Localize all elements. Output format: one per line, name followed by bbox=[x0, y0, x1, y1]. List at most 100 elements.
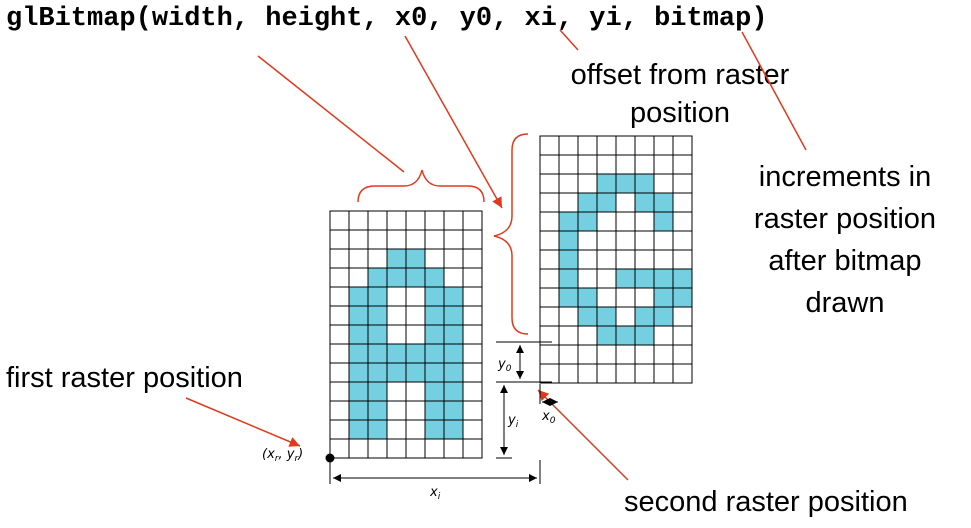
bitmap-a-cell bbox=[424, 229, 445, 250]
offset-pointer bbox=[559, 29, 579, 51]
bitmap-a-cell bbox=[367, 286, 388, 307]
bitmap-g-cell bbox=[634, 287, 655, 308]
bitmap-a-cell bbox=[348, 381, 369, 402]
bitmap-g-cell bbox=[634, 363, 655, 384]
bitmap-a-cell bbox=[386, 229, 407, 250]
bitmap-g-cell bbox=[634, 211, 655, 232]
bitmap-a-cell bbox=[367, 267, 388, 288]
bitmap-a-cell bbox=[386, 362, 407, 383]
bitmap-g-cell bbox=[653, 192, 674, 213]
bitmap-a-cell bbox=[367, 362, 388, 383]
bitmap-a-cell bbox=[462, 324, 483, 345]
bitmap-g-cell bbox=[634, 268, 655, 289]
bitmap-g-cell bbox=[672, 154, 693, 175]
bitmap-a-cell bbox=[329, 229, 350, 250]
bitmap-a-cell bbox=[329, 248, 350, 269]
bitmap-a-cell bbox=[424, 438, 445, 459]
bitmap-a-cell bbox=[462, 362, 483, 383]
bitmap-g-grid bbox=[539, 135, 693, 384]
bitmap-g-cell bbox=[634, 154, 655, 175]
first-raster-position-label: first raster position bbox=[6, 362, 243, 394]
bitmap-g-cell bbox=[558, 287, 579, 308]
bitmap-g-cell bbox=[653, 306, 674, 327]
bitmap-g-cell bbox=[615, 135, 636, 156]
bitmap-g-cell bbox=[672, 192, 693, 213]
y0-label: y0 bbox=[497, 357, 512, 374]
bitmap-g-cell bbox=[577, 249, 598, 270]
bitmap-a-cell bbox=[367, 229, 388, 250]
bitmap-g-cell bbox=[672, 249, 693, 270]
bitmap-g-cell bbox=[672, 363, 693, 384]
bitmap-a-cell bbox=[348, 324, 369, 345]
bitmap-g-cell bbox=[634, 192, 655, 213]
bitmap-a-cell bbox=[424, 305, 445, 326]
bitmap-a-cell bbox=[443, 400, 464, 421]
xr-yr-label: (xr, yr) bbox=[262, 447, 303, 464]
bitmap-g-cell bbox=[577, 306, 598, 327]
bitmap-a-cell bbox=[405, 438, 426, 459]
bitmap-a-cell bbox=[386, 381, 407, 402]
bitmap-g-cell bbox=[672, 344, 693, 365]
bitmap-g-cell bbox=[653, 363, 674, 384]
bitmap-a-cell bbox=[405, 400, 426, 421]
bitmap-g-cell bbox=[558, 173, 579, 194]
bitmap-g-cell bbox=[596, 363, 617, 384]
bitmap-a-cell bbox=[386, 286, 407, 307]
bitmap-a-cell bbox=[348, 210, 369, 231]
width-height-pointer-2 bbox=[404, 35, 503, 209]
bitmap-a-cell bbox=[329, 400, 350, 421]
bitmap-a-cell bbox=[462, 400, 483, 421]
bitmap-g-cell bbox=[653, 211, 674, 232]
first-raster-position-dot bbox=[325, 453, 335, 463]
bitmap-g-cell bbox=[653, 287, 674, 308]
xi-label: xi bbox=[429, 485, 441, 502]
bitmap-a-cell bbox=[329, 419, 350, 440]
bitmap-g-cell bbox=[577, 363, 598, 384]
bitmap-g-cell bbox=[577, 173, 598, 194]
bitmap-a-cell bbox=[348, 286, 369, 307]
bitmap-a-cell bbox=[443, 305, 464, 326]
bitmap-a-cell bbox=[367, 248, 388, 269]
bitmap-g-cell bbox=[539, 363, 560, 384]
bitmap-g-cell bbox=[615, 344, 636, 365]
bitmap-a-cell bbox=[424, 343, 445, 364]
bitmap-g-cell bbox=[596, 268, 617, 289]
bitmap-g-cell bbox=[634, 135, 655, 156]
bitmap-g-cell bbox=[577, 154, 598, 175]
bitmap-a-cell bbox=[329, 343, 350, 364]
bitmap-g-cell bbox=[539, 135, 560, 156]
bitmap-a-cell bbox=[329, 210, 350, 231]
bitmap-a-cell bbox=[405, 286, 426, 307]
bitmap-a-cell bbox=[348, 229, 369, 250]
bitmap-a-cell bbox=[443, 210, 464, 231]
bitmap-a-cell bbox=[424, 210, 445, 231]
bitmap-g-cell bbox=[672, 287, 693, 308]
bitmap-g-cell bbox=[558, 249, 579, 270]
bitmap-a-cell bbox=[405, 381, 426, 402]
bitmap-a-cell bbox=[386, 305, 407, 326]
bitmap-a-cell bbox=[443, 419, 464, 440]
bitmap-g-cell bbox=[558, 192, 579, 213]
bitmap-g-cell bbox=[596, 211, 617, 232]
second-position-pointer bbox=[537, 389, 629, 481]
bitmap-g-cell bbox=[672, 230, 693, 251]
bitmap-a-cell bbox=[405, 210, 426, 231]
bitmap-a-cell bbox=[329, 324, 350, 345]
increments-pointer bbox=[741, 31, 807, 151]
yi-label: yi bbox=[507, 413, 519, 430]
bitmap-g-cell bbox=[634, 230, 655, 251]
bitmap-g-cell bbox=[634, 306, 655, 327]
bitmap-g-cell bbox=[672, 135, 693, 156]
bitmap-g-cell bbox=[577, 192, 598, 213]
bitmap-g-cell bbox=[615, 173, 636, 194]
bitmap-g-cell bbox=[539, 306, 560, 327]
bitmap-a-cell bbox=[329, 267, 350, 288]
bitmap-a-cell bbox=[386, 343, 407, 364]
bitmap-g-cell bbox=[539, 344, 560, 365]
bitmap-a-cell bbox=[348, 305, 369, 326]
bitmap-a-cell bbox=[443, 362, 464, 383]
bitmap-g-cell bbox=[615, 306, 636, 327]
bitmap-a-cell bbox=[424, 381, 445, 402]
bitmap-a-cell bbox=[405, 229, 426, 250]
